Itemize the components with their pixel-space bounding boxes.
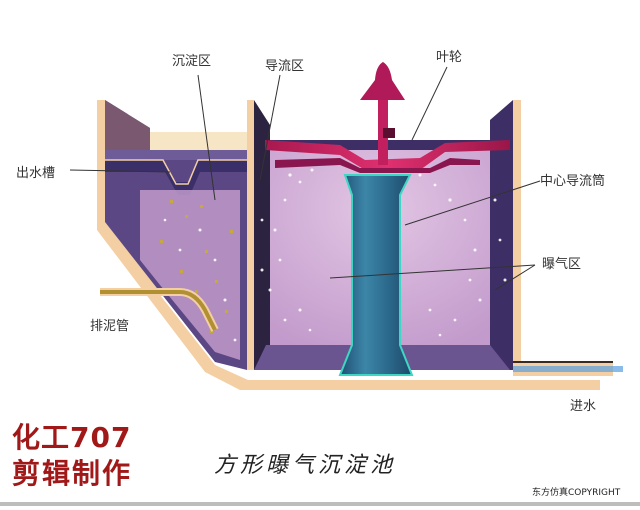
- leader-lines: [69, 66, 541, 291]
- bottom-border: [0, 502, 640, 506]
- brand-line-1: 化工707: [12, 421, 132, 454]
- brand-line-2: 剪辑制作: [12, 457, 133, 490]
- label-outlet-trough: 出水槽: [16, 166, 56, 181]
- label-impeller: 叶轮: [436, 50, 463, 65]
- diagram-title: 方形曝气沉淀池: [214, 453, 397, 478]
- impeller: [265, 62, 510, 173]
- copyright-text: 东方仿真COPYRIGHT: [532, 488, 621, 498]
- label-settling-zone: 沉淀区: [172, 54, 212, 69]
- label-guide-zone: 导流区: [265, 59, 305, 74]
- air-bubbles: [163, 168, 507, 342]
- sludge-pipe: [100, 288, 219, 332]
- label-center-guide-tube: 中心导流筒: [540, 174, 606, 189]
- label-aeration-zone: 曝气区: [542, 257, 582, 272]
- label-inlet: 进水: [570, 399, 597, 414]
- settling-chamber: [105, 100, 247, 370]
- aeration-chamber: [254, 100, 623, 376]
- tank-wall: [97, 100, 600, 390]
- label-sludge-pipe: 排泥管: [90, 319, 130, 334]
